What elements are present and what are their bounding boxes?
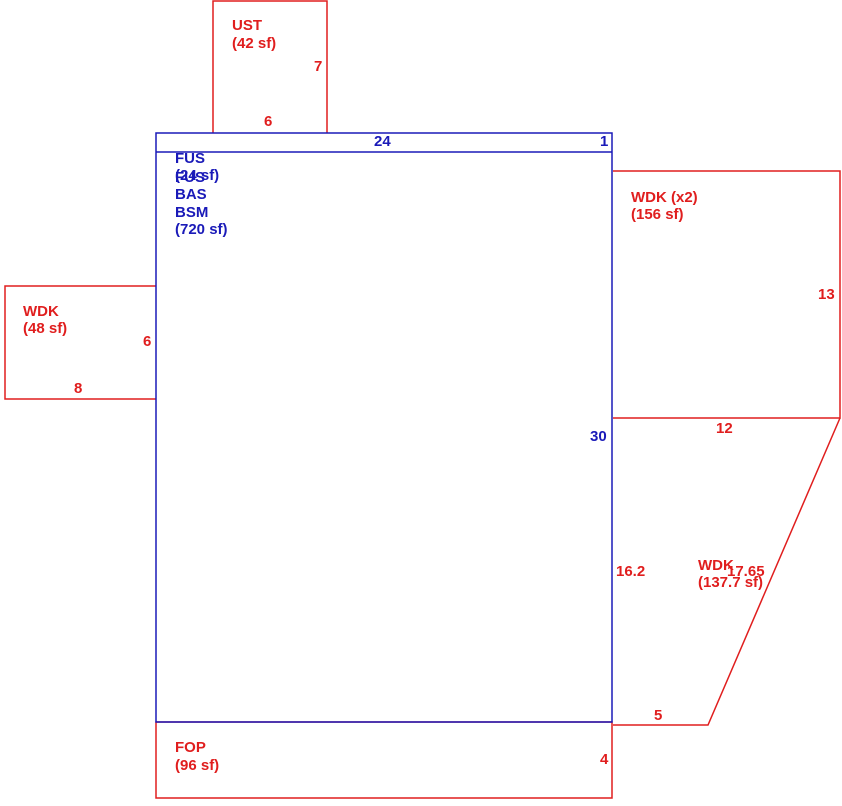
fop-area-label: (96 sf) [175,757,219,774]
wdk-right-bottom-diagonal-dimension: 17.65 [727,563,765,580]
wdk-right-top-code-label: WDK (x2) [631,189,698,206]
fus-overlap-code-label: FUS [175,169,205,186]
ust-area-label: (42 sf) [232,35,276,52]
bas-width-dimension: 24 [374,133,391,150]
fus-code-label: FUS [175,150,205,167]
fus-area-label: (24 sf) [175,167,219,184]
fop-depth-dimension: 4 [600,751,609,768]
ust-width-dimension: 6 [264,113,272,130]
wdk-right-bottom-bottom-dimension: 5 [654,707,662,724]
fop-outline [155,721,613,799]
wdk-right-bottom-outline [613,417,841,726]
wdk-right-top-outline [613,170,841,419]
wdk-left-outline [4,285,156,400]
fop-code-label: FOP [175,739,206,756]
ust-code-label: UST [232,17,262,34]
wdk-right-bottom-code-label: WDK [698,557,734,574]
bas-outline [155,132,613,723]
bas-code-label: BAS [175,186,207,203]
ust-outline [212,0,328,133]
ust-depth-dimension: 7 [314,58,322,75]
bas-area-label: (720 sf) [175,221,228,238]
wdk-left-width-dimension: 8 [74,380,82,397]
wdk-right-top-depth-dimension: 13 [818,286,835,303]
wdk-right-bottom-left-dimension: 16.2 [616,563,645,580]
fus-strip-dimension: 1 [600,133,608,150]
wdk-right-top-width-dimension: 12 [716,420,733,437]
wdk-right-bottom-area-label: (137.7 sf) [698,574,763,591]
bas-depth-dimension: 30 [590,428,607,445]
wdk-left-depth-dimension: 6 [143,333,151,350]
bas-code2-label: BSM [175,204,208,221]
wdk-left-code-label: WDK [23,303,59,320]
wdk-right-top-area-label: (156 sf) [631,206,684,223]
wdk-left-area-label: (48 sf) [23,320,67,337]
